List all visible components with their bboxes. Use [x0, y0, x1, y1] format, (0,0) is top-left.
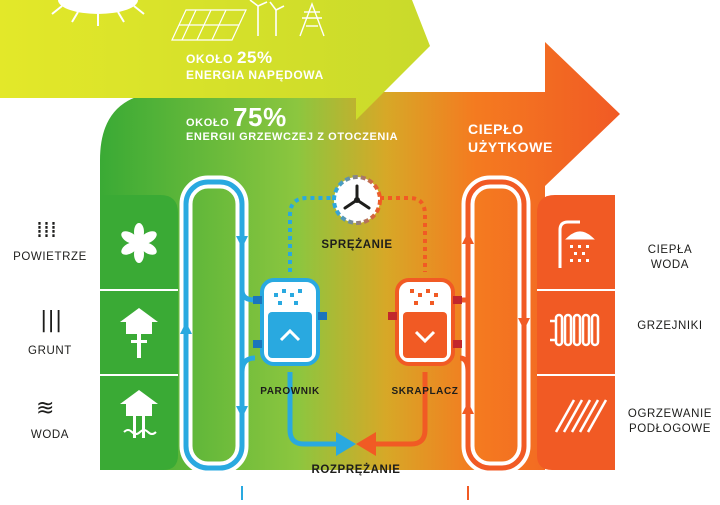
heat-flow-arrow	[100, 42, 620, 470]
output-panel	[537, 195, 615, 470]
waves-icon: ≋	[36, 396, 55, 421]
drive-prefix: około	[186, 52, 233, 66]
house-ground-icon	[120, 308, 158, 358]
power-pylon-icon	[299, 2, 325, 37]
source-label-water: WODA	[30, 429, 70, 441]
evaporator-icon	[253, 278, 327, 366]
useful-heat-line2: UŻYTKOWE	[468, 139, 553, 155]
high-pressure-vapor-line	[380, 196, 427, 272]
floor-heating-line1: OGRZEWANIE	[627, 408, 713, 420]
liquid-line-condenser	[372, 372, 428, 447]
drive-energy-arrow	[0, 0, 430, 120]
output-flow-arrows	[462, 232, 530, 414]
condenser-icon	[388, 278, 462, 366]
source-flow-arrows	[180, 236, 248, 418]
compressor-icon	[332, 175, 382, 225]
hot-water-line2: WODA	[650, 259, 690, 271]
house-water-icon	[120, 390, 158, 438]
source-label-air: POWIETRZE	[13, 251, 87, 263]
radiators-line1: GRZEJNIKI	[637, 320, 703, 332]
ambient-label: ENERGII GRZEWCZEJ Z OTOCZENIA	[186, 131, 399, 143]
output-label-hot-water: CIEPŁA WODA	[625, 243, 715, 273]
radiator-icon	[550, 313, 600, 347]
compression-label: SPRĘŻANIE	[321, 239, 393, 251]
drive-energy-label: około 25% ENERGIA NAPĘDOWA	[186, 48, 324, 83]
expansion-label: ROZPRĘŻANIE	[311, 464, 401, 476]
drive-percent: 25%	[236, 48, 273, 67]
sun-icon	[51, 0, 145, 26]
source-label-ground: GRUNT	[28, 345, 72, 357]
floor-heating-line2: PODŁOGOWE	[628, 423, 712, 435]
vertical-bars-icon: |||	[40, 308, 63, 333]
ambient-percent: 75%	[233, 102, 287, 132]
low-pressure-vapor-line	[288, 196, 334, 272]
expansion-valve-icon	[336, 432, 376, 456]
useful-heat-label: CIEPŁO UŻYTKOWE	[468, 120, 553, 156]
floor-heating-icon	[554, 399, 608, 433]
shower-icon	[558, 220, 595, 268]
wind-turbine-icon	[249, 0, 285, 36]
condenser-label: SKRAPLACZ	[391, 386, 459, 397]
grid-dots-icon: ⁞⁞⁞	[36, 218, 57, 243]
useful-heat-line1: CIEPŁO	[468, 121, 524, 137]
fan-icon	[121, 223, 157, 263]
drive-label: ENERGIA NAPĘDOWA	[186, 68, 324, 82]
liquid-line-evaporator	[287, 372, 338, 447]
output-label-radiators: GRZEJNIKI	[625, 319, 715, 334]
output-label-floor-heating: OGRZEWANIE PODŁOGOWE	[620, 407, 720, 437]
ambient-energy-label: około 75% ENERGII GRZEWCZEJ Z OTOCZENIA	[186, 104, 399, 144]
ambient-prefix: około	[186, 117, 230, 129]
evaporator-label: PAROWNIK	[260, 386, 320, 397]
hot-water-line1: CIEPŁA	[647, 244, 693, 256]
solar-panels-icon	[171, 9, 247, 41]
